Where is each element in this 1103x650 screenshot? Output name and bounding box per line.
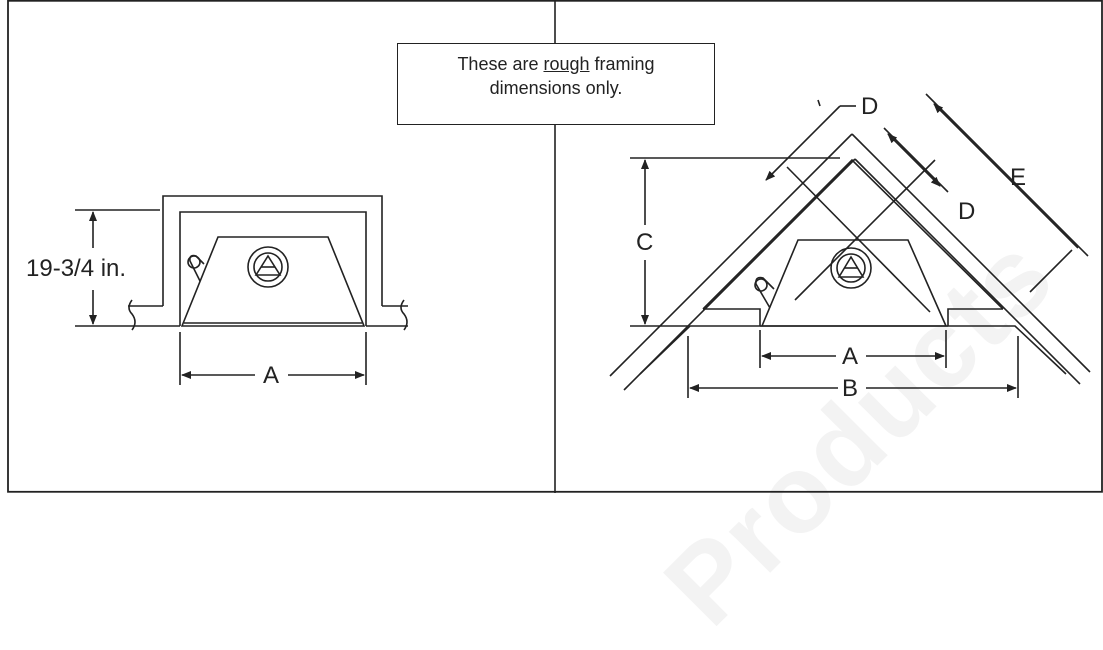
- diagram-drawing: [7, 0, 1103, 493]
- note-line-2: dimensions only.: [489, 78, 623, 98]
- rough-dimensions-note: These are rough framing dimensions only.: [397, 43, 715, 125]
- left-fireplace-drawing: [75, 195, 408, 385]
- right-label-a: A: [842, 343, 859, 370]
- label-b: B: [842, 375, 859, 402]
- right-fireplace-drawing: [609, 93, 1091, 398]
- label-d-side: D: [958, 198, 976, 225]
- note-line-1: These are rough framing: [457, 54, 655, 74]
- label-e: E: [1010, 164, 1027, 191]
- label-c: C: [636, 229, 654, 256]
- note-emphasis: rough: [543, 54, 590, 74]
- framing-diagram: Products: [7, 0, 1103, 648]
- label-d-top: D: [861, 93, 879, 120]
- height-dimension-label: 19-3/4 in.: [26, 255, 127, 282]
- left-width-label-a: A: [263, 362, 280, 389]
